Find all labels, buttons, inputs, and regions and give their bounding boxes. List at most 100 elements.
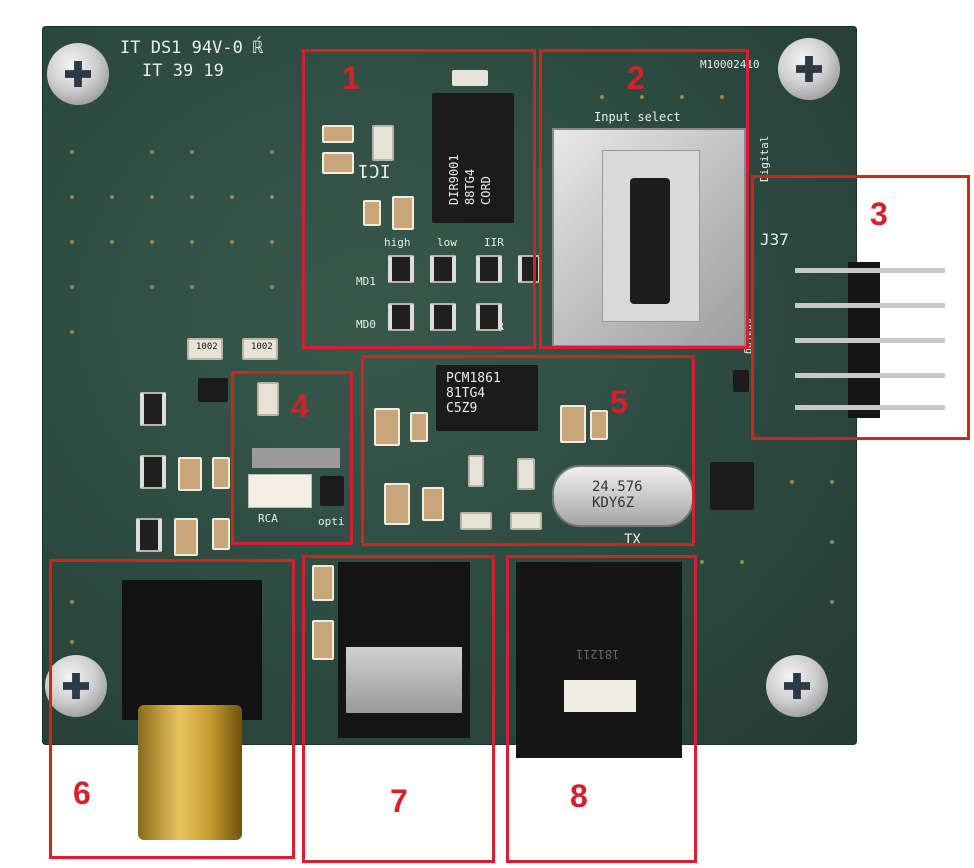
smd-component — [517, 458, 535, 490]
callout-label-5: 5 — [610, 384, 628, 420]
crystal-marking: 24.576 KDY6Z — [592, 479, 643, 511]
via-hole — [70, 330, 74, 334]
via-hole — [830, 600, 834, 604]
callout-label-4: 4 — [291, 388, 309, 424]
via-hole — [150, 240, 154, 244]
smd-resistor-1002: 1002 — [187, 338, 223, 360]
jumper-connector[interactable] — [248, 474, 312, 508]
header-pin — [795, 268, 945, 273]
callout-label-1: 1 — [342, 60, 360, 96]
smd-capacitor — [374, 408, 400, 446]
smd-component — [452, 70, 488, 86]
pcm1861-chip: PCM1861 81TG4 C5Z9 — [436, 365, 538, 431]
smd-resistor — [140, 455, 166, 489]
via-hole — [700, 560, 704, 564]
smd-capacitor — [392, 196, 414, 230]
smd-resistor-1002: 1002 — [242, 338, 278, 360]
headphone-jack[interactable]: 181211 — [516, 562, 682, 758]
smd-capacitor — [178, 457, 202, 491]
via-hole — [190, 195, 194, 199]
rca-jack-housing — [122, 580, 262, 720]
switch-slider[interactable] — [630, 178, 670, 304]
smd-resistor — [388, 255, 414, 283]
via-hole — [190, 240, 194, 244]
silkscreen-input-select: Input select — [594, 110, 681, 124]
via-hole — [270, 240, 274, 244]
small-diode — [733, 370, 749, 392]
silkscreen-iir: IIR — [484, 236, 504, 249]
header-pin — [795, 373, 945, 378]
via-hole — [150, 285, 154, 289]
smd-capacitor — [590, 410, 608, 440]
smd-component — [510, 512, 542, 530]
smd-resistor — [430, 255, 456, 283]
smd-component — [468, 455, 484, 487]
via-hole — [190, 285, 194, 289]
smd-component — [257, 382, 279, 416]
via-hole — [270, 285, 274, 289]
via-hole — [600, 95, 604, 99]
via-hole — [150, 195, 154, 199]
smd-resistor — [388, 303, 414, 331]
callout-box-4 — [231, 371, 353, 545]
screw-bottom-left — [45, 655, 107, 717]
silkscreen-md1: MD1 — [356, 275, 376, 288]
smd-capacitor — [322, 125, 354, 143]
callout-label-2: 2 — [627, 60, 645, 96]
header-pin — [795, 303, 945, 308]
callout-box-6 — [49, 559, 295, 859]
callout-box-8 — [506, 555, 697, 863]
via-hole — [70, 600, 74, 604]
via-hole — [230, 240, 234, 244]
smd-capacitor — [312, 620, 334, 660]
pcm1861-marking: PCM1861 81TG4 C5Z9 — [446, 371, 501, 416]
smd-capacitor — [422, 487, 444, 521]
via-hole — [680, 95, 684, 99]
via-hole — [640, 95, 644, 99]
via-hole — [70, 195, 74, 199]
resistor-code: 1002 — [251, 342, 273, 352]
optical-jack[interactable] — [338, 562, 470, 738]
header-pin — [795, 338, 945, 343]
input-select-switch[interactable] — [552, 128, 746, 347]
screw-top-right — [778, 38, 840, 100]
rca-gold-connector[interactable] — [138, 705, 242, 840]
callout-label-7: 7 — [390, 783, 408, 819]
screw-bottom-right — [766, 655, 828, 717]
jack-insert — [564, 680, 636, 712]
sot-ic — [710, 462, 754, 510]
sot-transistor — [198, 378, 228, 402]
via-hole — [110, 195, 114, 199]
via-hole — [830, 480, 834, 484]
smd-capacitor — [212, 518, 230, 550]
callout-box-5 — [361, 355, 695, 546]
smd-resistor — [476, 255, 502, 283]
via-hole — [110, 240, 114, 244]
callout-box-3 — [751, 175, 970, 440]
silkscreen-certification: IT DS1 94V-0 ℝ́ — [120, 38, 264, 58]
silkscreen-md0: MD0 — [356, 318, 376, 331]
screw-top-left — [47, 43, 109, 105]
jumper-switch — [320, 476, 344, 506]
callout-label-8: 8 — [570, 778, 588, 814]
via-hole — [230, 195, 234, 199]
via-hole — [790, 480, 794, 484]
resistor-code: 1002 — [196, 342, 218, 352]
silkscreen-rca: RCA — [258, 512, 278, 525]
via-hole — [270, 150, 274, 154]
silkscreen-low: low — [437, 236, 457, 249]
via-hole — [70, 640, 74, 644]
callout-label-6: 6 — [73, 775, 91, 811]
smd-capacitor — [410, 412, 428, 442]
smd-capacitor — [174, 518, 198, 556]
silkscreen-j37: J37 — [760, 230, 789, 249]
smd-capacitor — [560, 405, 586, 443]
silkscreen-opti: opti — [318, 515, 345, 528]
dir9001-chip: DIR9001 88TG4 CORD — [432, 93, 514, 223]
smd-capacitor — [322, 152, 354, 174]
smd-capacitor — [363, 200, 381, 226]
crystal-oscillator: 24.576 KDY6Z — [552, 465, 694, 527]
smd-capacitor — [384, 483, 410, 525]
callout-box-2 — [539, 49, 749, 349]
via-hole — [70, 150, 74, 154]
